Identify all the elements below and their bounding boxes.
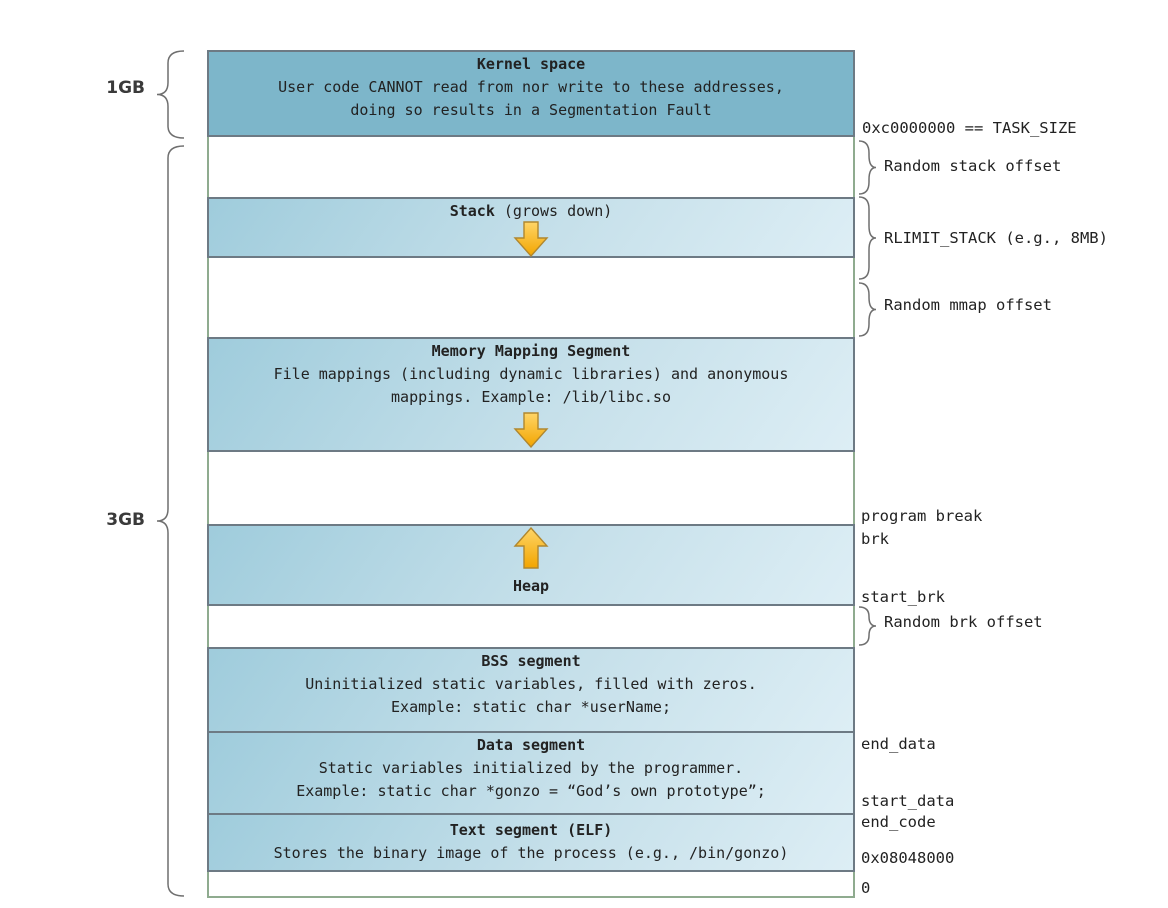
heap-grows-up-arrow-icon bbox=[513, 527, 549, 569]
brace-rlimit-stack bbox=[858, 196, 877, 280]
segment-data: Data segment Static variables initialize… bbox=[207, 731, 855, 815]
bss-title: BSS segment bbox=[481, 652, 581, 670]
label-task-size: 0xc0000000 == TASK_SIZE bbox=[862, 119, 1077, 137]
label-program-break: program break bbox=[861, 507, 983, 525]
label-3gb: 3GB bbox=[106, 510, 145, 530]
brace-random-brk-offset bbox=[858, 606, 877, 646]
data-title: Data segment bbox=[476, 736, 586, 754]
brace-3gb bbox=[156, 145, 185, 897]
stack-title: Stack (grows down) bbox=[449, 202, 613, 220]
segment-bss: BSS segment Uninitialized static variabl… bbox=[207, 647, 855, 733]
label-1gb: 1GB bbox=[106, 78, 145, 98]
label-end-code: end_code bbox=[861, 813, 936, 831]
text-title: Text segment (ELF) bbox=[449, 821, 613, 839]
data-line1: Static variables initialized by the prog… bbox=[318, 759, 744, 777]
kernel-title: Kernel space bbox=[476, 55, 586, 73]
label-random-mmap-offset: Random mmap offset bbox=[884, 296, 1052, 314]
bss-line2: Example: static char *userName; bbox=[391, 698, 671, 716]
kernel-line2: doing so results in a Segmentation Fault bbox=[350, 101, 712, 119]
mmap-title: Memory Mapping Segment bbox=[431, 342, 631, 360]
stack-grows-down-arrow-icon bbox=[513, 221, 549, 257]
mmap-line1: File mappings (including dynamic librari… bbox=[273, 365, 789, 383]
data-line2: Example: static char *gonzo = “God’s own… bbox=[296, 782, 766, 800]
label-brk: brk bbox=[861, 530, 889, 548]
text-line1: Stores the binary image of the process (… bbox=[273, 844, 789, 862]
brace-1gb bbox=[156, 50, 185, 139]
label-end-data: end_data bbox=[861, 735, 936, 753]
label-random-brk-offset: Random brk offset bbox=[884, 613, 1043, 631]
bss-line1: Uninitialized static variables, filled w… bbox=[305, 675, 757, 693]
label-zero-address: 0 bbox=[861, 879, 871, 897]
label-random-stack-offset: Random stack offset bbox=[884, 157, 1062, 175]
mmap-line2: mappings. Example: /lib/libc.so bbox=[391, 388, 671, 406]
label-text-start-address: 0x08048000 bbox=[861, 849, 955, 867]
brace-random-stack-offset bbox=[858, 140, 877, 195]
kernel-line1: User code CANNOT read from nor write to … bbox=[278, 78, 784, 96]
label-rlimit-stack: RLIMIT_STACK (e.g., 8MB) bbox=[884, 229, 1108, 247]
brace-random-mmap-offset bbox=[858, 282, 877, 337]
mmap-grows-down-arrow-icon bbox=[513, 412, 549, 448]
heap-title: Heap bbox=[512, 577, 550, 595]
segment-text: Text segment (ELF) Stores the binary ima… bbox=[207, 813, 855, 872]
label-start-brk: start_brk bbox=[861, 588, 945, 606]
segment-kernel-space: Kernel space User code CANNOT read from … bbox=[207, 50, 855, 137]
label-start-data: start_data bbox=[861, 792, 955, 810]
